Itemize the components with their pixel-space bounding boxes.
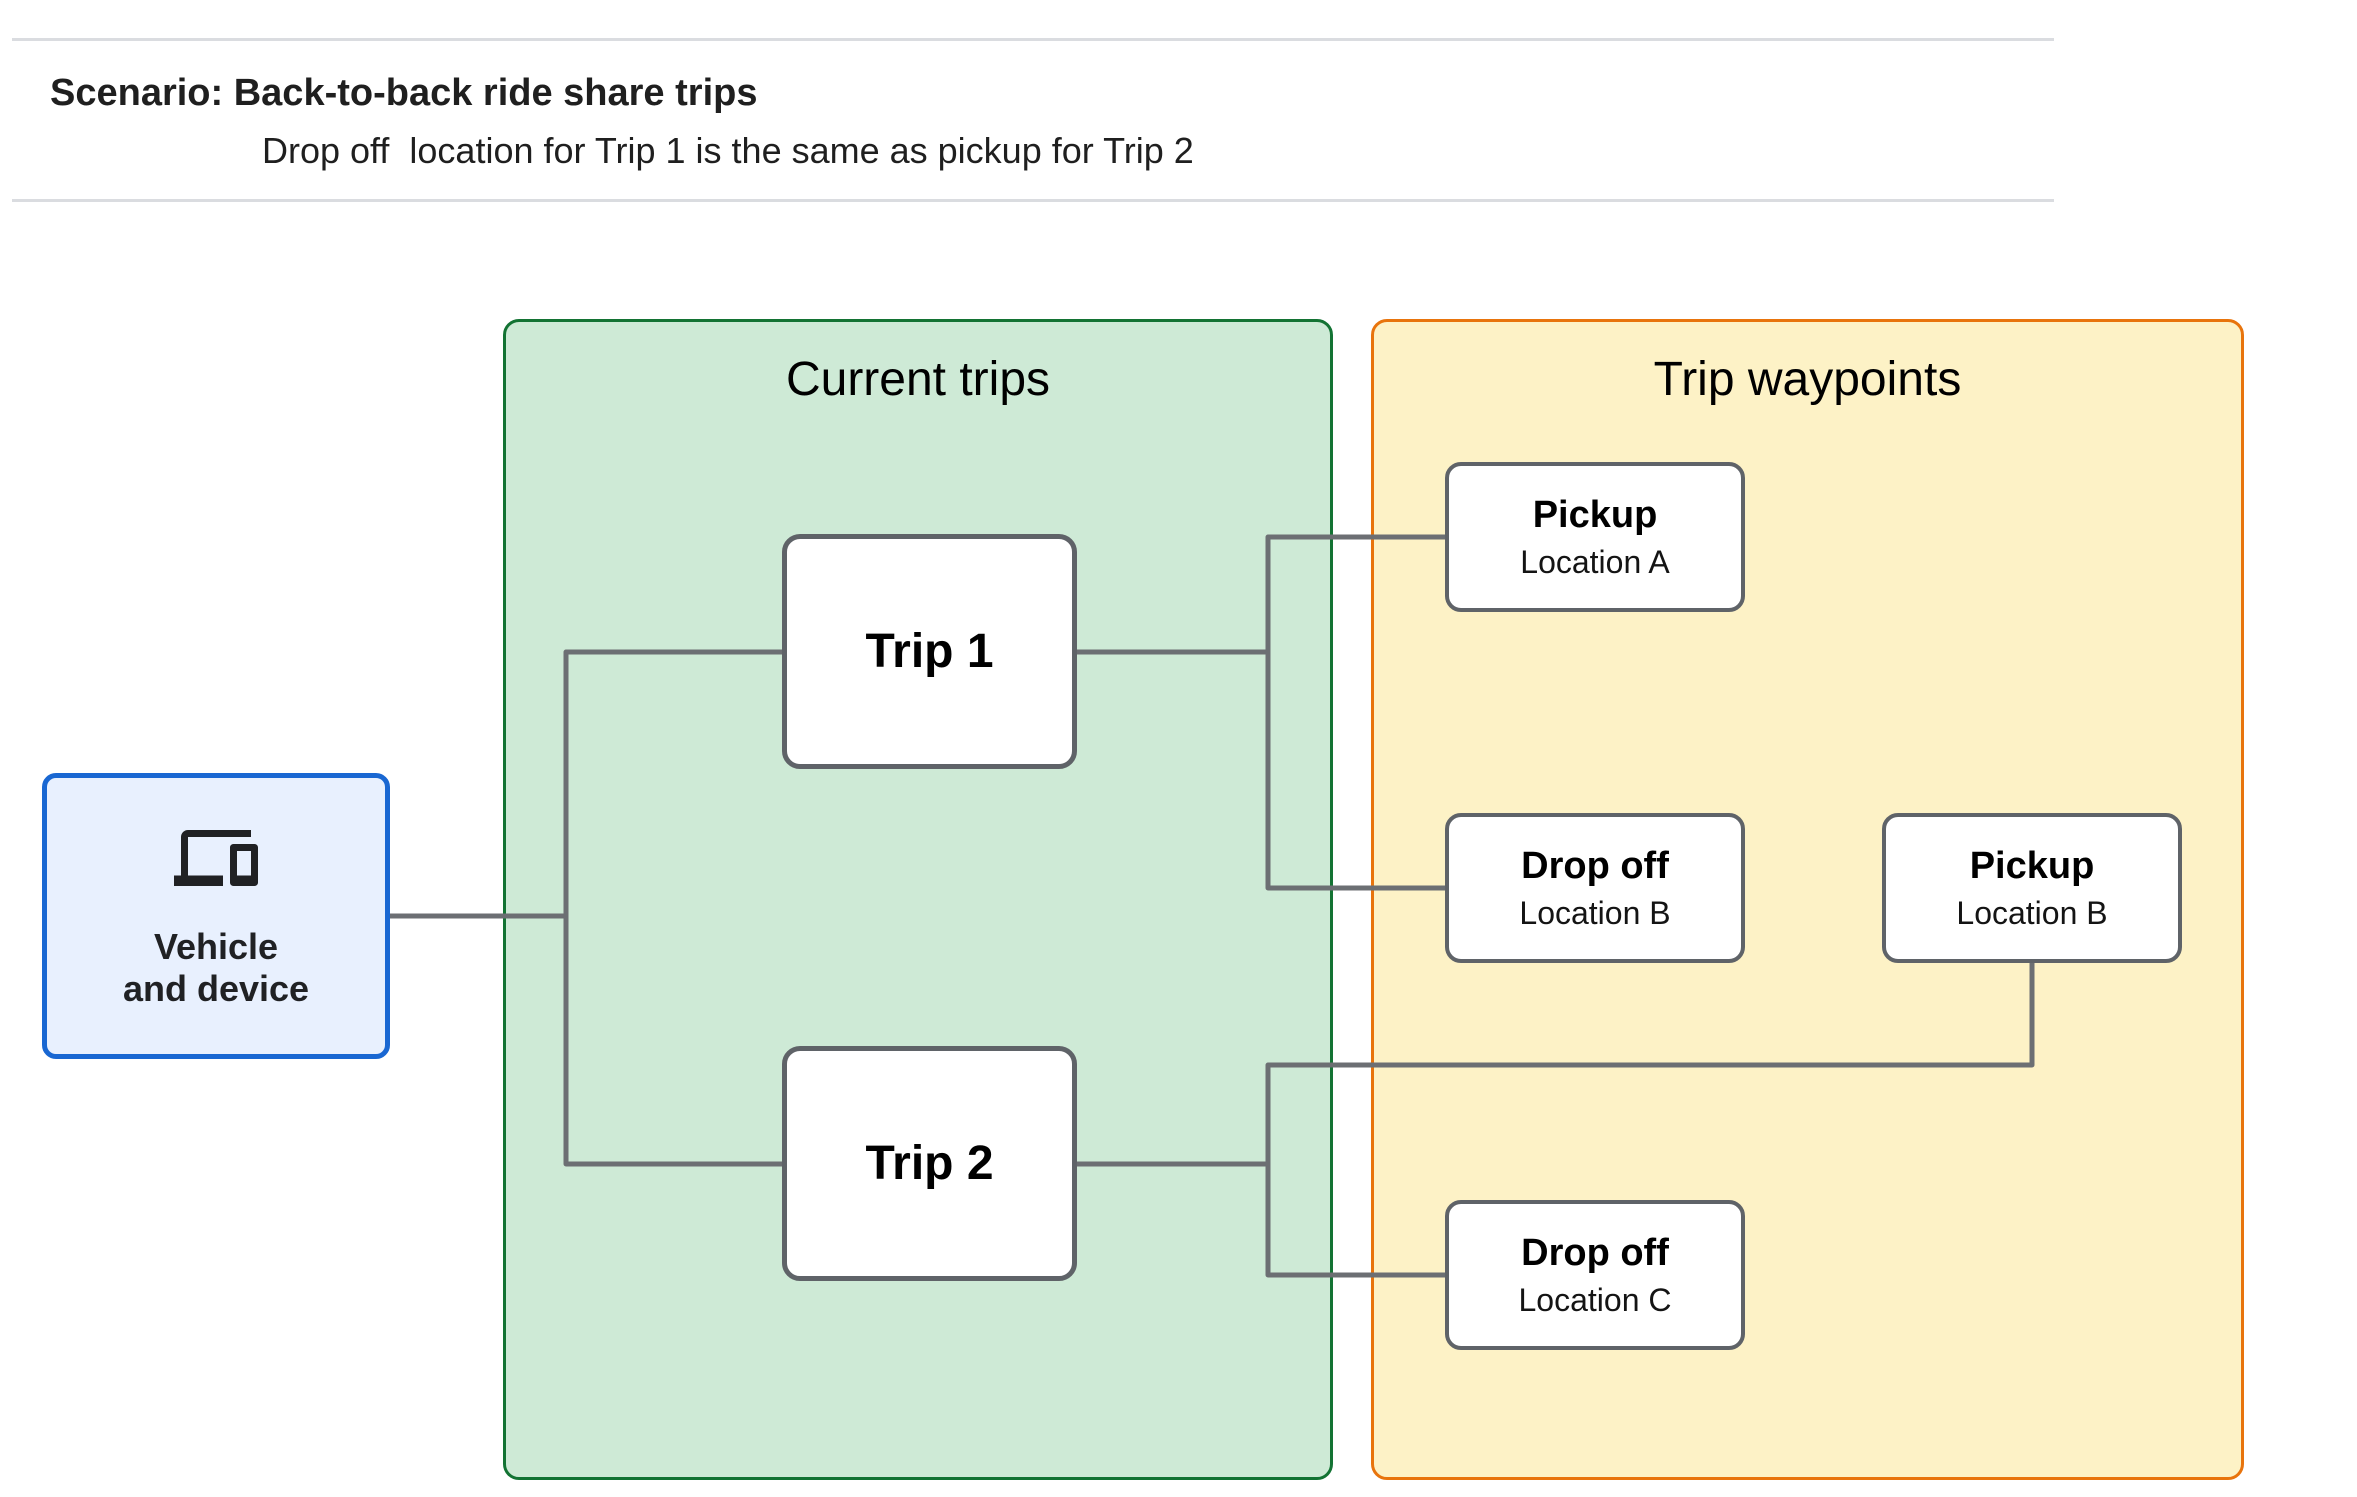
current-trips-panel-title: Current trips bbox=[785, 353, 1051, 406]
trip-2-node: Trip 2 bbox=[782, 1046, 1077, 1281]
waypoint-subtitle: Location A bbox=[1520, 543, 1670, 580]
waypoint-pickup-location-b: Pickup Location B bbox=[1882, 813, 2182, 963]
devices-icon bbox=[174, 830, 258, 886]
waypoint-pickup-location-a: Pickup Location A bbox=[1445, 462, 1745, 612]
page-title: Scenario: Back-to-back ride share trips bbox=[50, 72, 758, 114]
waypoint-title: Drop off bbox=[1521, 1231, 1669, 1274]
vehicle-and-device-node: Vehicle and device bbox=[42, 773, 390, 1059]
page-subtitle: Drop off location for Trip 1 is the same… bbox=[262, 130, 1194, 171]
connector-trip2-waypoints bbox=[1265, 963, 2035, 1278]
current-trips-panel: Current trips bbox=[503, 319, 1333, 1480]
trip-1-node: Trip 1 bbox=[782, 534, 1077, 769]
waypoint-subtitle: Location B bbox=[1519, 894, 1671, 931]
vehicle-node-label: Vehicle and device bbox=[122, 926, 310, 1009]
trip-1-label: Trip 1 bbox=[865, 625, 994, 678]
waypoint-title: Pickup bbox=[1969, 844, 2095, 887]
trip-waypoints-panel-title: Trip waypoints bbox=[1653, 353, 1962, 406]
waypoint-subtitle: Location C bbox=[1518, 1281, 1672, 1318]
waypoint-title: Drop off bbox=[1521, 844, 1669, 887]
connector-trip1-waypoints bbox=[1265, 534, 1445, 891]
header-divider-bottom bbox=[12, 199, 2054, 202]
waypoint-title: Pickup bbox=[1532, 493, 1658, 536]
connector-trip-branch bbox=[563, 649, 782, 1167]
waypoint-dropoff-location-b: Drop off Location B bbox=[1445, 813, 1745, 963]
waypoint-subtitle: Location B bbox=[1956, 894, 2108, 931]
trip-2-label: Trip 2 bbox=[865, 1137, 994, 1190]
header-divider-top bbox=[12, 38, 2054, 41]
waypoint-dropoff-location-c: Drop off Location C bbox=[1445, 1200, 1745, 1350]
